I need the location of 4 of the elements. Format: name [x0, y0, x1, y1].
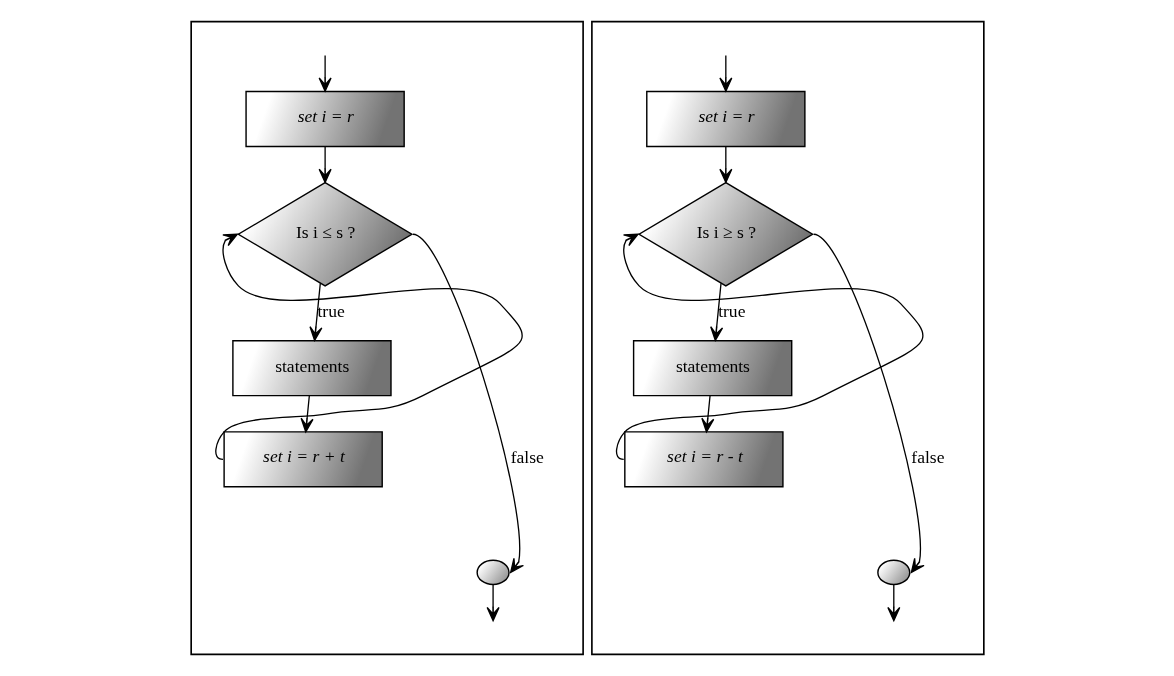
edge-label: true — [717, 301, 745, 322]
edge-label: false — [910, 447, 944, 468]
edge-label: false — [510, 447, 544, 468]
edge-label: true — [316, 301, 345, 322]
